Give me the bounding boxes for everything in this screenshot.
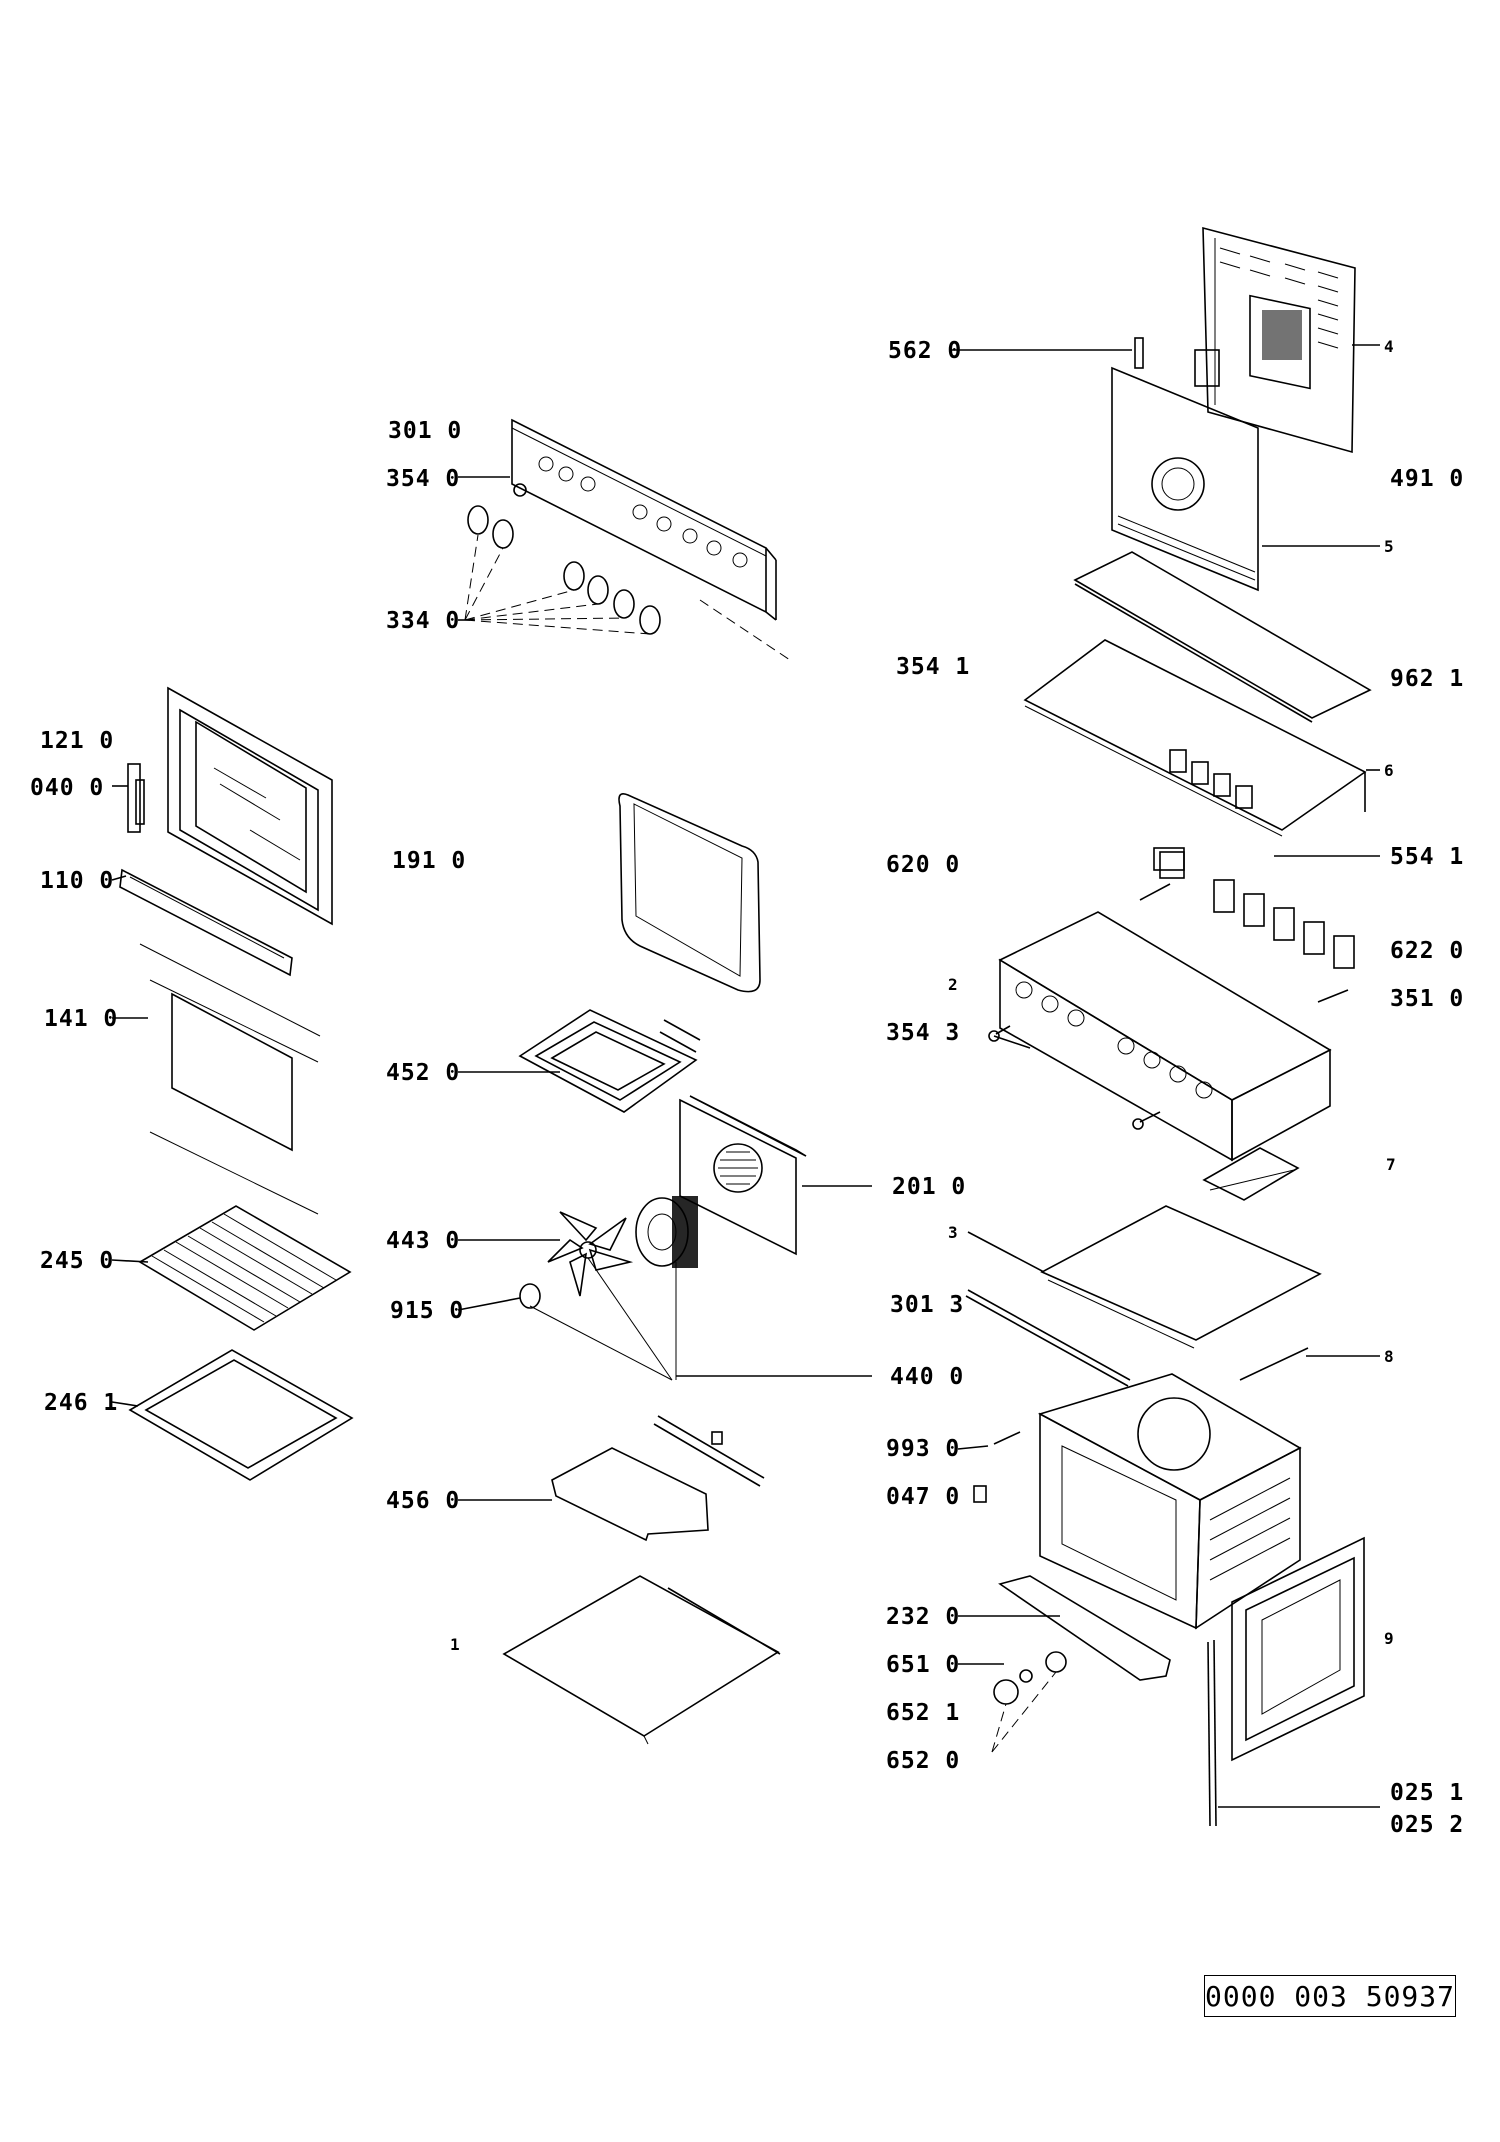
vent-grille bbox=[1262, 310, 1302, 360]
label-354-0: 354 0 bbox=[386, 466, 460, 492]
label-191-0: 191 0 bbox=[392, 848, 466, 874]
vent-slots bbox=[1169, 749, 1253, 809]
thermostat-blocks bbox=[1159, 851, 1355, 969]
leader-lines bbox=[111, 344, 1380, 1808]
label-443-0: 443 0 bbox=[386, 1228, 460, 1254]
label-620-0: 620 0 bbox=[886, 852, 960, 878]
label-201-0: 201 0 bbox=[892, 1174, 966, 1200]
label-554-1: 554 1 bbox=[1390, 844, 1464, 870]
control-panel bbox=[511, 418, 777, 621]
control-knob-holes bbox=[538, 456, 748, 568]
label-440-0: 440 0 bbox=[890, 1364, 964, 1390]
label-3: 3 bbox=[948, 1223, 958, 1242]
label-5: 5 bbox=[1384, 537, 1394, 556]
screw-and-clip bbox=[973, 1431, 1021, 1503]
grill-heating-element bbox=[518, 1009, 701, 1113]
door-handle bbox=[119, 868, 293, 977]
label-962-1: 962 1 bbox=[1390, 666, 1464, 692]
fan-grille bbox=[718, 1151, 758, 1185]
electrical-housing bbox=[998, 911, 1332, 1162]
label-025-1: 025 1 bbox=[1390, 1780, 1464, 1806]
rear-liner-panel bbox=[551, 1415, 765, 1542]
front-trim bbox=[998, 1575, 1171, 1681]
support-rail bbox=[965, 1289, 1131, 1387]
label-2: 2 bbox=[948, 975, 958, 994]
part-labels: 562 0 4 491 0 5 301 0 354 0 334 0 354 1 … bbox=[30, 337, 1464, 1838]
label-047-0: 047 0 bbox=[886, 1484, 960, 1510]
cooling-duct bbox=[1202, 1147, 1300, 1201]
insulation-strip bbox=[1073, 551, 1372, 723]
label-491-0: 491 0 bbox=[1390, 466, 1464, 492]
label-452-0: 452 0 bbox=[386, 1060, 460, 1086]
fan-blade bbox=[547, 1211, 634, 1297]
label-7: 7 bbox=[1386, 1155, 1396, 1174]
inner-door-glass bbox=[149, 979, 319, 1215]
fan-cover-panel bbox=[679, 1095, 807, 1256]
top-cover bbox=[1023, 639, 1367, 837]
label-915-0: 915 0 bbox=[390, 1298, 464, 1324]
rear-inner-panel bbox=[1111, 337, 1259, 592]
label-993-0: 993 0 bbox=[886, 1436, 960, 1462]
label-622-0: 622 0 bbox=[1390, 938, 1464, 964]
label-351-0: 351 0 bbox=[1390, 986, 1464, 1012]
label-245-0: 245 0 bbox=[40, 1248, 114, 1274]
oven-cavity bbox=[1037, 1373, 1302, 1630]
label-652-0: 652 0 bbox=[886, 1748, 960, 1774]
label-040-0: 040 0 bbox=[30, 775, 104, 801]
label-6: 6 bbox=[1384, 761, 1394, 780]
label-141-0: 141 0 bbox=[44, 1006, 118, 1032]
terminal-connector bbox=[1139, 847, 1185, 901]
top-insulation-plate bbox=[1040, 1205, 1322, 1349]
label-301-0: 301 0 bbox=[388, 418, 462, 444]
label-301-3: 301 3 bbox=[890, 1292, 964, 1318]
label-8: 8 bbox=[1384, 1347, 1394, 1366]
bottom-panel bbox=[502, 1575, 781, 1745]
label-334-0: 334 0 bbox=[386, 608, 460, 634]
control-knobs bbox=[467, 483, 661, 635]
wire-shelf bbox=[138, 1205, 352, 1331]
fan-motor bbox=[635, 1196, 698, 1268]
front-door-frame bbox=[1231, 1536, 1365, 1762]
baking-tray bbox=[128, 1349, 354, 1481]
label-4: 4 bbox=[1384, 337, 1394, 356]
label-232-0: 232 0 bbox=[886, 1604, 960, 1630]
outer-door-frame bbox=[167, 686, 333, 926]
label-110-0: 110 0 bbox=[40, 868, 114, 894]
rear-cover-panel bbox=[1202, 226, 1356, 454]
label-1: 1 bbox=[450, 1635, 460, 1654]
label-354-1: 354 1 bbox=[896, 654, 970, 680]
label-456-0: 456 0 bbox=[386, 1488, 460, 1514]
label-562-0: 562 0 bbox=[888, 338, 962, 364]
door-switch-parts bbox=[993, 1651, 1067, 1705]
label-246-1: 246 1 bbox=[44, 1390, 118, 1416]
label-025-2: 025 2 bbox=[1390, 1812, 1464, 1838]
door-hinge bbox=[127, 763, 145, 833]
label-652-1: 652 1 bbox=[886, 1700, 960, 1726]
seal-strip bbox=[1239, 1347, 1309, 1381]
terminal-block-holes bbox=[1015, 981, 1213, 1099]
label-354-3: 354 3 bbox=[886, 1020, 960, 1046]
fixing-screws bbox=[988, 1025, 1161, 1130]
document-reference-box: 0000 003 50937 bbox=[1204, 1975, 1456, 2017]
label-651-0: 651 0 bbox=[886, 1652, 960, 1678]
oven-door-seal bbox=[618, 793, 761, 993]
door-hinge-strip bbox=[1207, 1639, 1217, 1827]
label-121-0: 121 0 bbox=[40, 728, 114, 754]
fan-nut bbox=[519, 1283, 541, 1309]
label-9: 9 bbox=[1384, 1629, 1394, 1648]
